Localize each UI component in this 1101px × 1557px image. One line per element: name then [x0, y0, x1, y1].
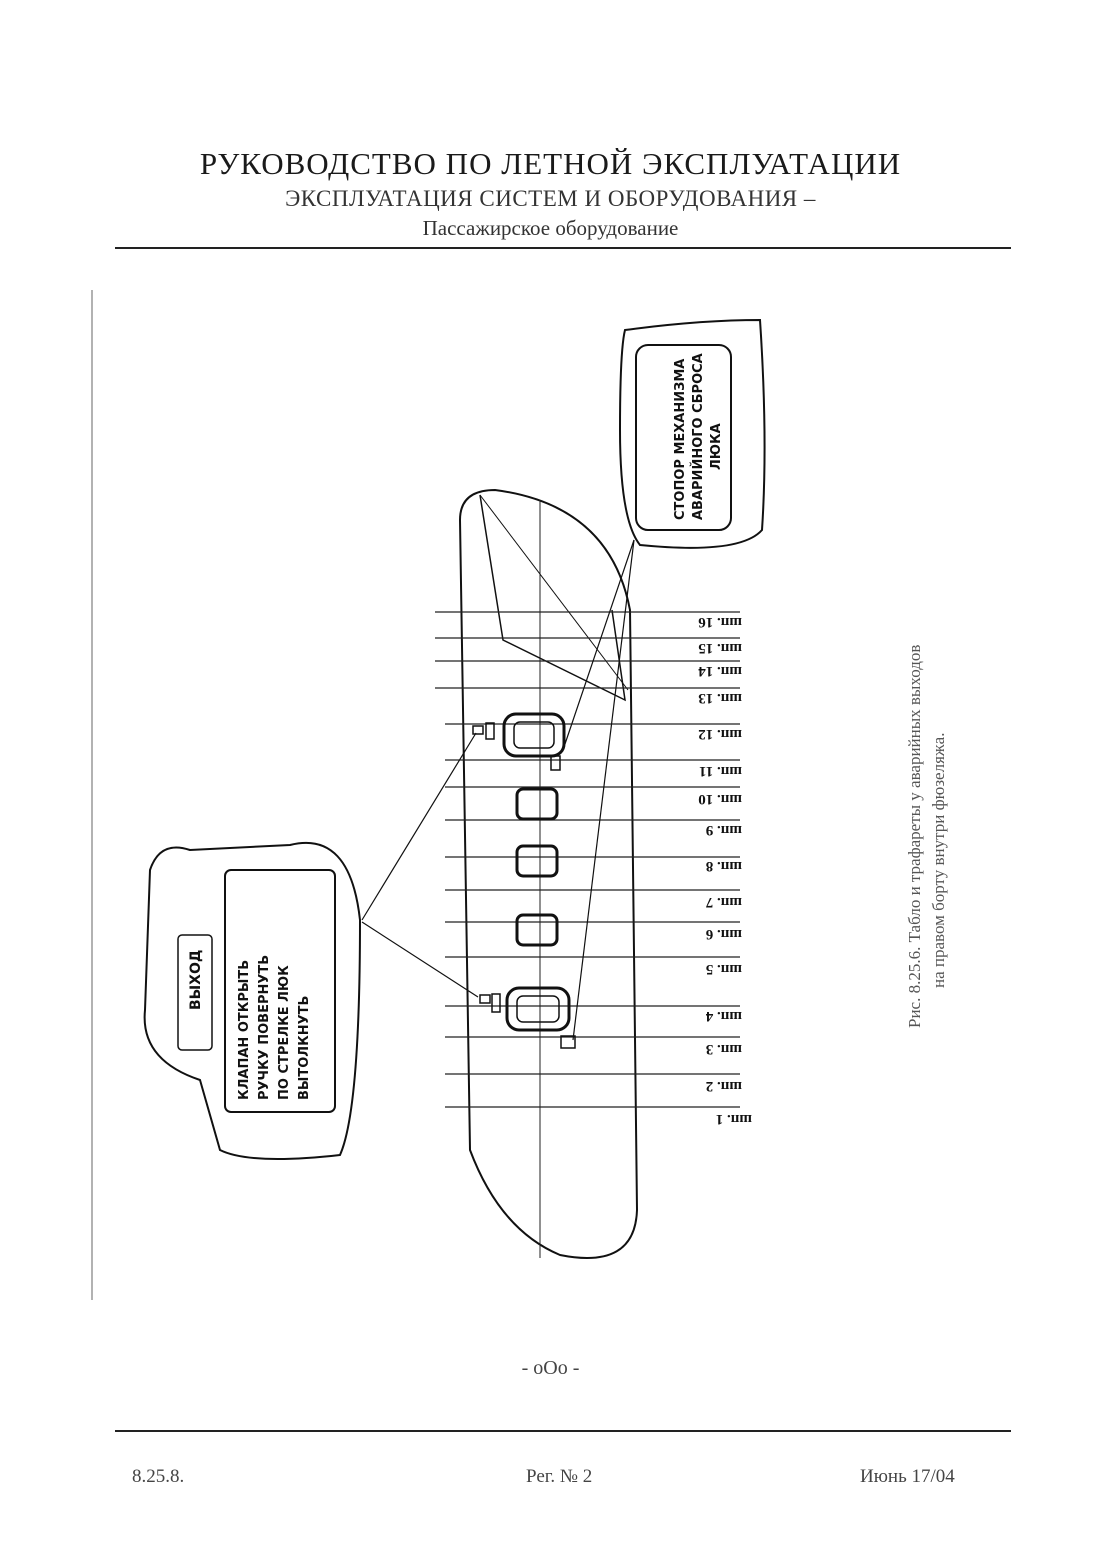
window — [515, 787, 559, 821]
frame-label-12: шп. 12 — [698, 726, 742, 742]
section-end-marker: - oOo - — [521, 1357, 580, 1379]
frame-label-3: шп. 3 — [706, 1041, 742, 1057]
frame-label-6: шп. 6 — [705, 926, 742, 942]
frame-label-1: шп. 1 — [716, 1111, 752, 1127]
window — [515, 844, 559, 878]
tail-diagonal — [479, 494, 629, 691]
frame-label-10: шп. 10 — [698, 791, 742, 807]
document-title: РУКОВОДСТВО ПО ЛЕТНОЙ ЭКСПЛУАТАЦИИ — [199, 146, 902, 181]
exit-placard-line4: ВЫТОЛКНУТЬ — [297, 996, 312, 1100]
windows — [502, 712, 571, 1032]
frame-labels: шп. 1 шп. 2 шп. 3 шп. 4 шп. 5 шп. 6 шп. … — [698, 614, 752, 1127]
frame-label-8: шп. 8 — [706, 858, 742, 874]
figure-caption-line2: на правом борту внутри фюзеляжа. — [929, 732, 948, 988]
latch-placard-frame — [635, 344, 732, 531]
frame-lines — [435, 611, 740, 1108]
frame-label-11: шп. 11 — [699, 763, 742, 779]
window-emergency-exit-1 — [502, 712, 566, 758]
frame-label-16: шп. 16 — [698, 614, 742, 630]
figure-caption: Рис. 8.25.6. Табло и трафареты у аварийн… — [903, 645, 951, 1028]
footer-page-number: 8.25.8. — [132, 1466, 185, 1487]
frame-label-13: шп. 13 — [698, 690, 742, 706]
exit-placard-line3: ПО СТРЕЛКЕ ЛЮК — [277, 965, 292, 1100]
latch-placard-line3: ЛЮКА — [709, 423, 724, 470]
exit-callout-bubble — [143, 841, 362, 1160]
exit-placard-line2: РУЧКУ ПОВЕРНУТЬ — [257, 955, 272, 1100]
fuselage-outline — [458, 488, 639, 1259]
window-emergency-exit-2 — [505, 986, 571, 1032]
tail-section-line — [479, 494, 626, 702]
frame-label-7: шп. 7 — [705, 894, 742, 910]
exit-placard-title: ВЫХОД — [188, 950, 204, 1010]
frame-label-5: шп. 5 — [706, 961, 742, 977]
latch-placard-line1: СТОПОР МЕХАНИЗМА — [673, 359, 688, 520]
exit-placard-line1: КЛАПАН ОТКРЫТЬ — [237, 960, 252, 1100]
section-title: Пассажирское оборудование — [422, 216, 679, 240]
latch-callout-bubble — [618, 318, 766, 549]
document-subtitle: ЭКСПЛУАТАЦИЯ СИСТЕМ И ОБОРУДОВАНИЯ – — [285, 186, 816, 211]
frame-label-2: шп. 2 — [706, 1078, 742, 1094]
exit-callout-arrows — [361, 732, 479, 998]
header-rule — [115, 247, 1011, 249]
latch-placard-line2: АВАРИЙНОГО СБРОСА — [690, 353, 706, 520]
frame-label-15: шп. 15 — [698, 640, 742, 656]
placard-markers — [472, 722, 576, 1049]
window — [515, 913, 559, 947]
frame-label-14: шп. 14 — [698, 663, 742, 679]
frame-label-4: шп. 4 — [705, 1008, 742, 1024]
exit-instruction-frame — [224, 869, 336, 1113]
exit-title-frame — [177, 934, 213, 1051]
footer-revision: Рег. № 2 — [526, 1466, 593, 1487]
footer-date: Июнь 17/04 — [860, 1466, 955, 1487]
footer-rule — [115, 1430, 1011, 1432]
figure-caption-line1: Рис. 8.25.6. Табло и трафареты у аварийн… — [905, 644, 924, 1028]
latch-callout-arrows — [564, 539, 635, 1041]
frame-label-9: шп. 9 — [706, 822, 742, 838]
